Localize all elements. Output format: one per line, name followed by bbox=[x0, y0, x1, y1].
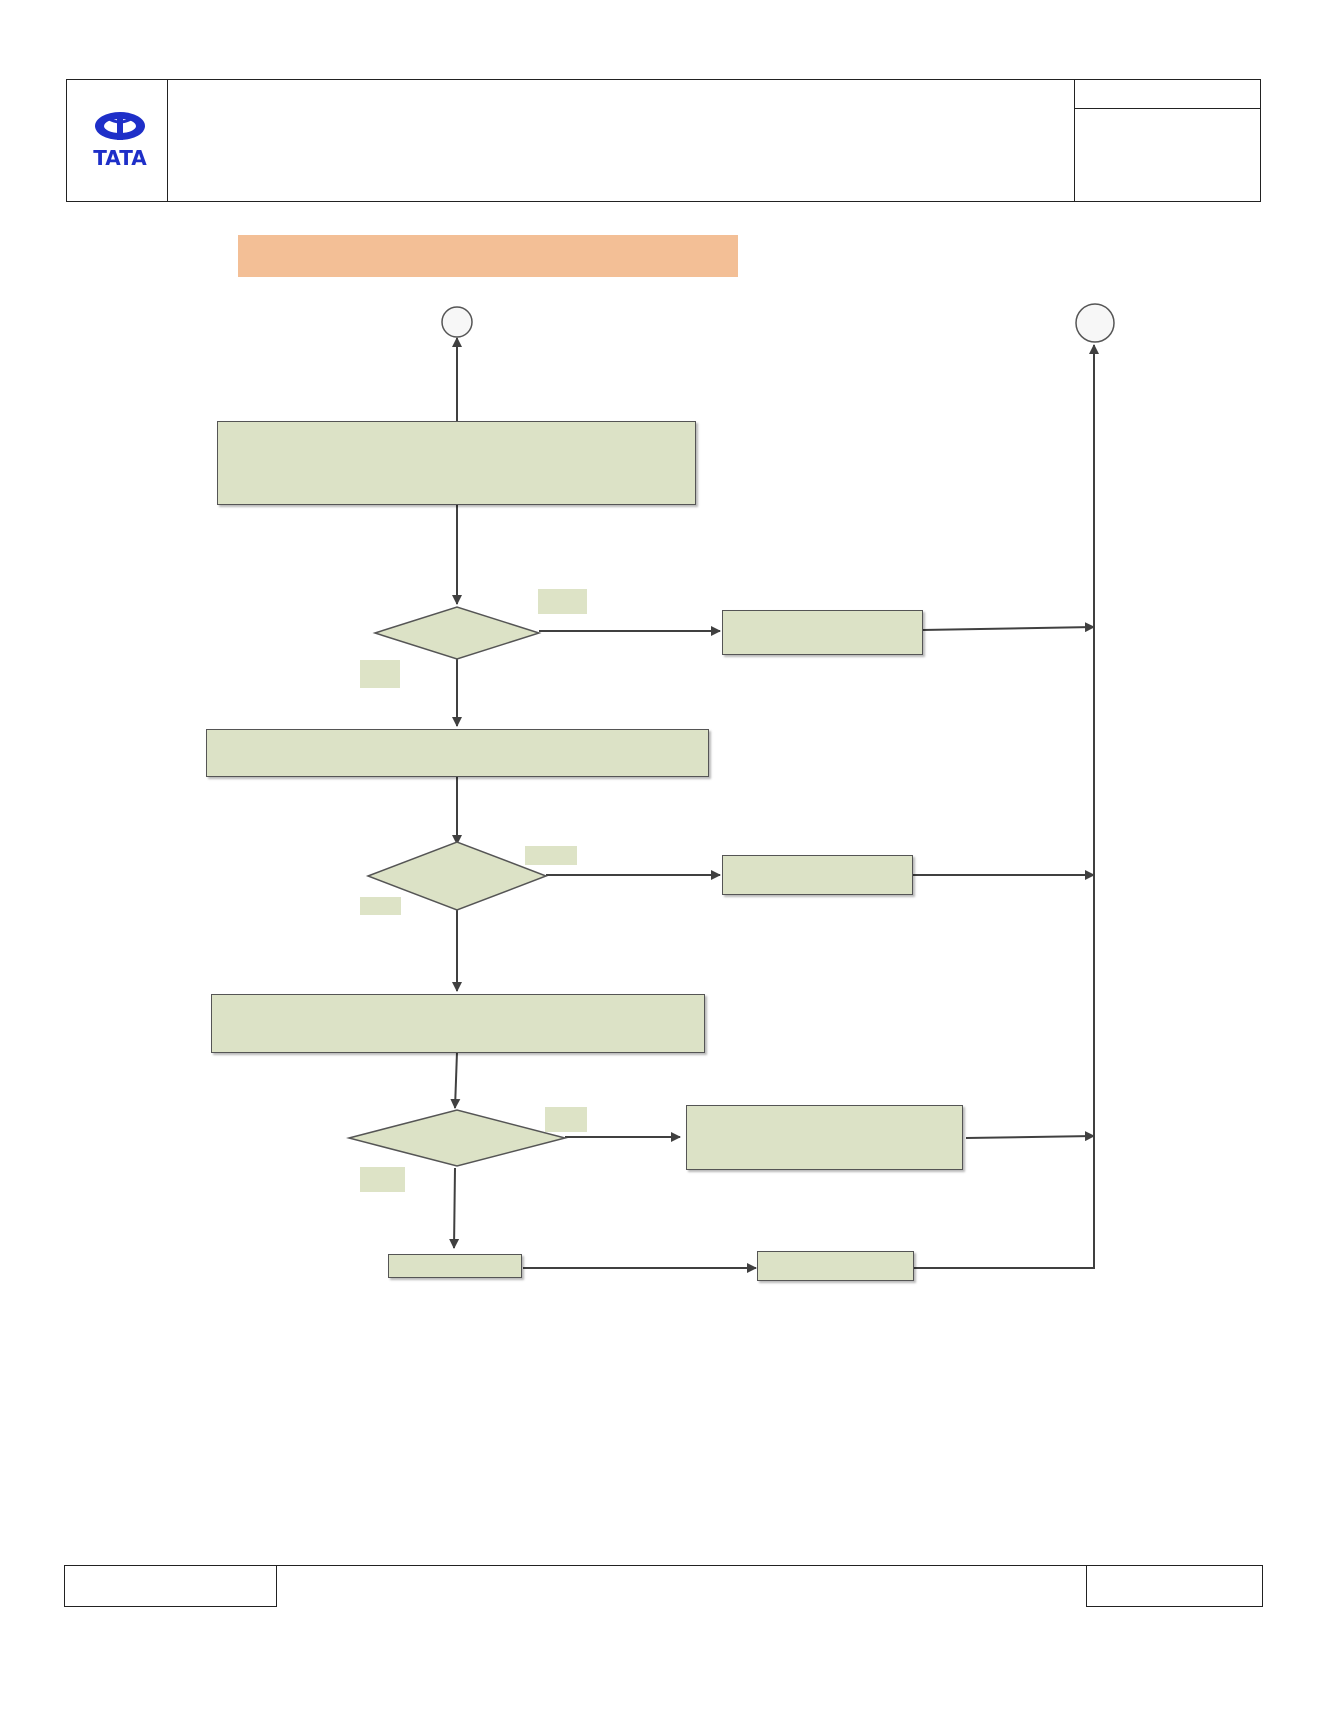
process-step2 bbox=[206, 729, 709, 777]
footer-right-box bbox=[1086, 1565, 1263, 1607]
decision2-yes-label bbox=[525, 846, 577, 865]
document-header bbox=[66, 79, 1261, 202]
action1-box bbox=[722, 610, 923, 655]
decision2-no-label bbox=[360, 897, 401, 915]
header-divider-right bbox=[1074, 79, 1075, 202]
decision1-no-label bbox=[360, 660, 400, 688]
section-banner bbox=[238, 235, 738, 277]
final-step-box bbox=[388, 1254, 522, 1278]
return-bus-line bbox=[913, 344, 1099, 1269]
connector-left-circle bbox=[441, 306, 473, 338]
connector-right-circle bbox=[1075, 303, 1115, 343]
arrow-decision3-to-final-step bbox=[449, 1167, 460, 1249]
decision1-yes-label bbox=[538, 589, 587, 614]
decision2-diamond bbox=[365, 841, 549, 911]
decision3-diamond bbox=[346, 1109, 568, 1167]
logo-wordmark: TATA bbox=[93, 146, 147, 170]
header-right-split bbox=[1074, 108, 1261, 109]
action3-box bbox=[686, 1105, 963, 1170]
arrow-step3-to-decision3 bbox=[450, 1051, 461, 1109]
final-action-box bbox=[757, 1251, 914, 1281]
process-step3 bbox=[211, 994, 705, 1053]
arrow-action1-to-bus bbox=[921, 622, 1095, 633]
decision3-no-label bbox=[360, 1167, 405, 1192]
footer-center-line bbox=[276, 1565, 1086, 1566]
tata-logo: TATA bbox=[88, 108, 152, 172]
header-divider-left bbox=[167, 79, 168, 202]
action2-box bbox=[722, 855, 913, 895]
process-step1 bbox=[217, 421, 696, 505]
decision3-yes-label bbox=[545, 1107, 587, 1132]
decision1-diamond bbox=[372, 606, 542, 660]
footer-left-box bbox=[64, 1565, 277, 1607]
tata-emblem-icon bbox=[95, 112, 145, 140]
arrow-action3-to-bus bbox=[965, 1131, 1095, 1142]
